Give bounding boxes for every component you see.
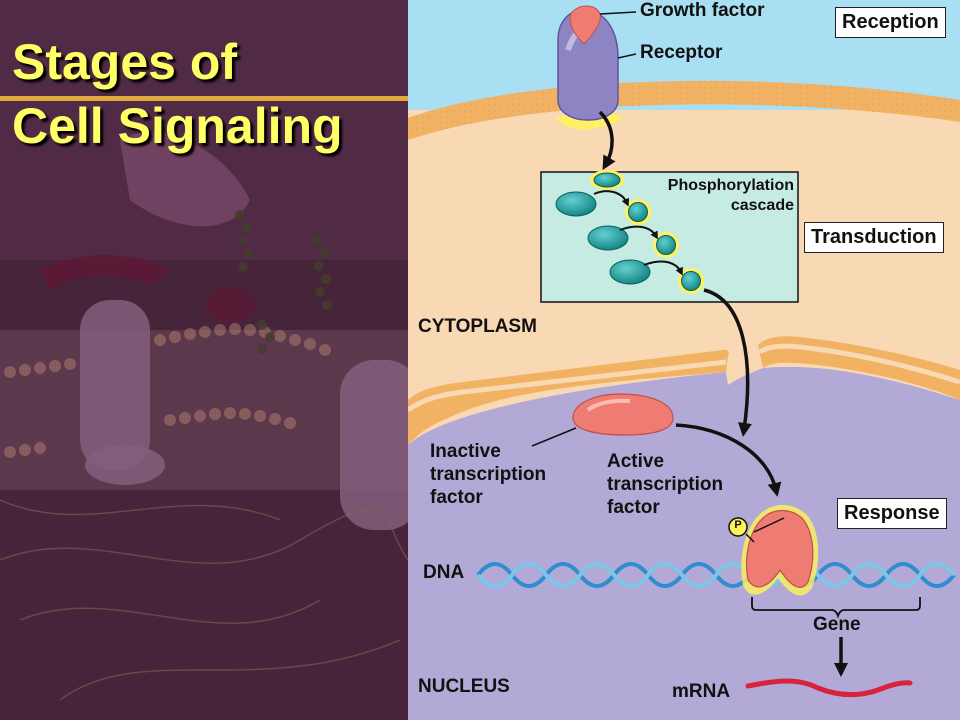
arrow-tf-activation <box>675 423 782 497</box>
stage-reception-label: Reception <box>835 7 946 38</box>
title-line-2: Cell Signaling <box>12 98 343 154</box>
cell-signaling-diagram: Growth factor Receptor Phosphorylation c… <box>408 0 960 720</box>
active-transcription-factor <box>745 509 814 588</box>
active-transcription-factor-label: Active transcription factor <box>607 451 724 518</box>
inactive-kinases <box>555 191 651 285</box>
arrow-receptor-to-cascade <box>598 110 616 171</box>
receptor-leader <box>617 53 637 59</box>
slide-title: Stages of Cell Signaling <box>12 30 343 158</box>
mrna-label: mRNA <box>672 681 731 702</box>
title-underline <box>0 96 408 101</box>
membrane-background-image <box>0 0 408 720</box>
gene-bracket <box>751 597 921 619</box>
nuclear-envelope-right <box>758 336 960 400</box>
growth-factor-label: Growth factor <box>640 0 765 21</box>
receptor-label: Receptor <box>640 42 723 63</box>
growth-factor-leader <box>599 11 637 15</box>
active-kinases <box>590 170 704 294</box>
diagram-artwork <box>408 0 960 720</box>
stage-transduction-label: Transduction <box>804 222 944 253</box>
growth-factor-shape <box>569 5 601 45</box>
inactive-transcription-factor-label: Inactive transcription factor <box>430 441 547 508</box>
gene-label: Gene <box>813 614 861 635</box>
phosphorylation-cascade-label: Phosphorylation cascade <box>667 177 794 214</box>
mrna-strand <box>745 678 913 698</box>
active-tf-leader <box>753 517 785 533</box>
title-line-1: Stages of <box>12 34 238 90</box>
inactive-tf-leader <box>531 427 577 447</box>
stage-response-label: Response <box>837 498 947 529</box>
nucleus-label: NUCLEUS <box>418 676 510 697</box>
title-panel: Stages of Cell Signaling <box>0 0 408 720</box>
phosphate-label: P <box>734 519 742 531</box>
arrow-cascade-to-nucleus <box>703 288 752 437</box>
dna-double-helix <box>476 562 956 588</box>
dna-label: DNA <box>423 562 465 583</box>
nucleus-region <box>408 366 960 720</box>
cascade-arrows <box>593 190 683 276</box>
phosphate-group <box>728 517 748 537</box>
nuclear-envelope-left <box>408 349 729 445</box>
cytoplasm-label: CYTOPLASM <box>418 316 537 337</box>
